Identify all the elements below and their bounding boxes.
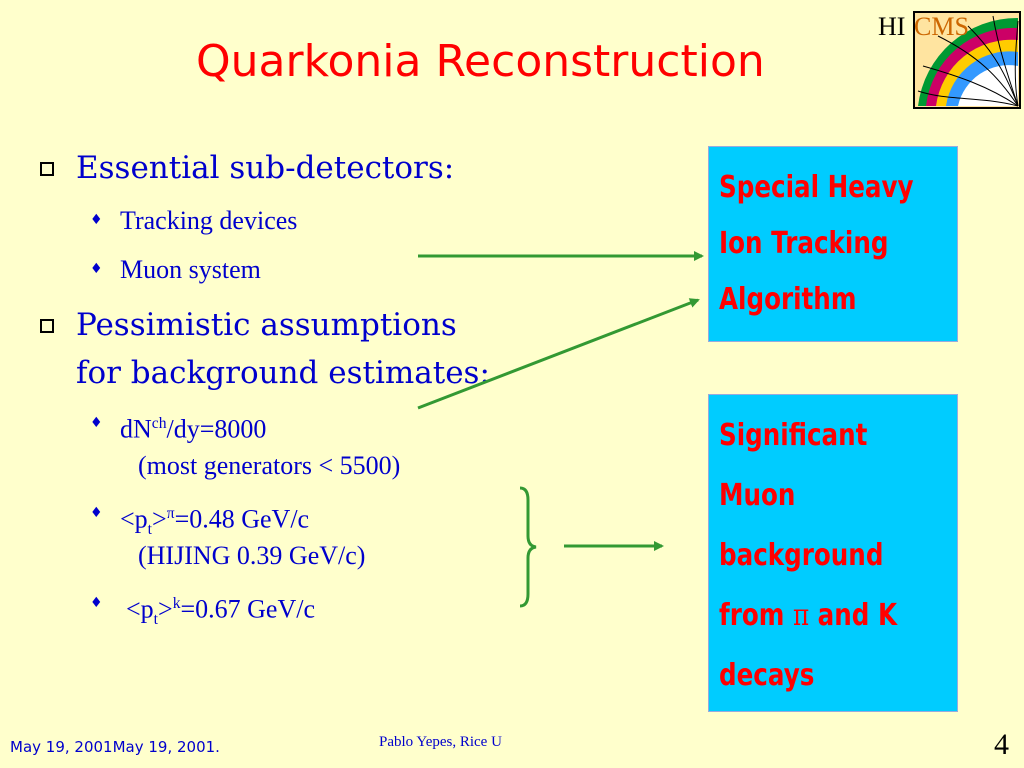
pt-mid: > (152, 504, 167, 534)
bullet-text-line2: for background estimates: (76, 355, 490, 391)
footer-author: Pablo Yepes, Rice U (379, 734, 502, 750)
k-sup: k (172, 595, 181, 612)
dy-text: /dy=8000 (166, 414, 267, 444)
pi-sup: π (166, 505, 175, 522)
subbullet-text: dNch/dy=8000 (120, 408, 266, 446)
box-line: Significant (719, 418, 868, 453)
from-text: from (719, 598, 793, 633)
pt-mid: > (158, 594, 173, 624)
subbullet-text: <pt>π=0.48 GeV/c (120, 498, 309, 546)
bullet-text-line1: Pessimistic assumptions (76, 307, 457, 343)
slide-title: Quarkonia Reconstruction (196, 36, 765, 87)
ch-sup: ch (151, 415, 167, 432)
box-line: Algorithm (719, 282, 857, 317)
pi-symbol: π (792, 598, 810, 633)
page-number: 4 (994, 728, 1009, 761)
box-line: Muon (719, 478, 796, 513)
bullet-text: Essential sub-detectors: (76, 150, 455, 186)
t-sub: t (147, 520, 153, 538)
box-line: Special Heavy (719, 170, 914, 205)
and-k-text: and K (809, 598, 898, 633)
box-line: from π and K (719, 589, 897, 643)
pt-pre: <p (120, 504, 148, 534)
hicms-logo: HI CMS (878, 6, 1024, 110)
diamond-bullet-icon: ♦ (90, 415, 103, 431)
muon-background-box: Significant Muon background from π and K… (708, 394, 958, 712)
diamond-bullet-icon: ♦ (90, 261, 103, 277)
diamond-bullet-icon: ♦ (90, 595, 103, 611)
diamond-bullet-icon: ♦ (90, 505, 103, 521)
subbullet-text-line2: (HIJING 0.39 GeV/c) (138, 541, 366, 570)
right-brace (519, 486, 537, 608)
footer-date: May 19, 2001May 19, 2001. (10, 738, 220, 756)
tracking-algorithm-box: Special Heavy Ion Tracking Algorithm (708, 146, 958, 342)
subbullet-text: <pt>k=0.67 GeV/c (126, 588, 315, 636)
logo-graphic (913, 11, 1021, 109)
logo-hi-text: HI (878, 12, 906, 41)
box-line: Ion Tracking (719, 226, 889, 261)
subbullet-text: Muon system (120, 255, 261, 284)
subbullet-text-line2: (most generators < 5500) (138, 451, 401, 480)
diamond-bullet-icon: ♦ (90, 212, 103, 228)
square-bullet-icon (40, 319, 54, 333)
box-line: background (719, 538, 884, 573)
box-line: decays (719, 658, 815, 693)
square-bullet-icon (40, 162, 54, 176)
pt-pre: <p (126, 594, 154, 624)
logo-cms-text: CMS (914, 12, 969, 41)
pt-post: =0.48 GeV/c (174, 504, 310, 534)
subbullet-text: Tracking devices (120, 206, 298, 235)
dn-text: dN (120, 414, 152, 444)
t-sub: t (153, 610, 159, 628)
pt-post: =0.67 GeV/c (180, 594, 316, 624)
